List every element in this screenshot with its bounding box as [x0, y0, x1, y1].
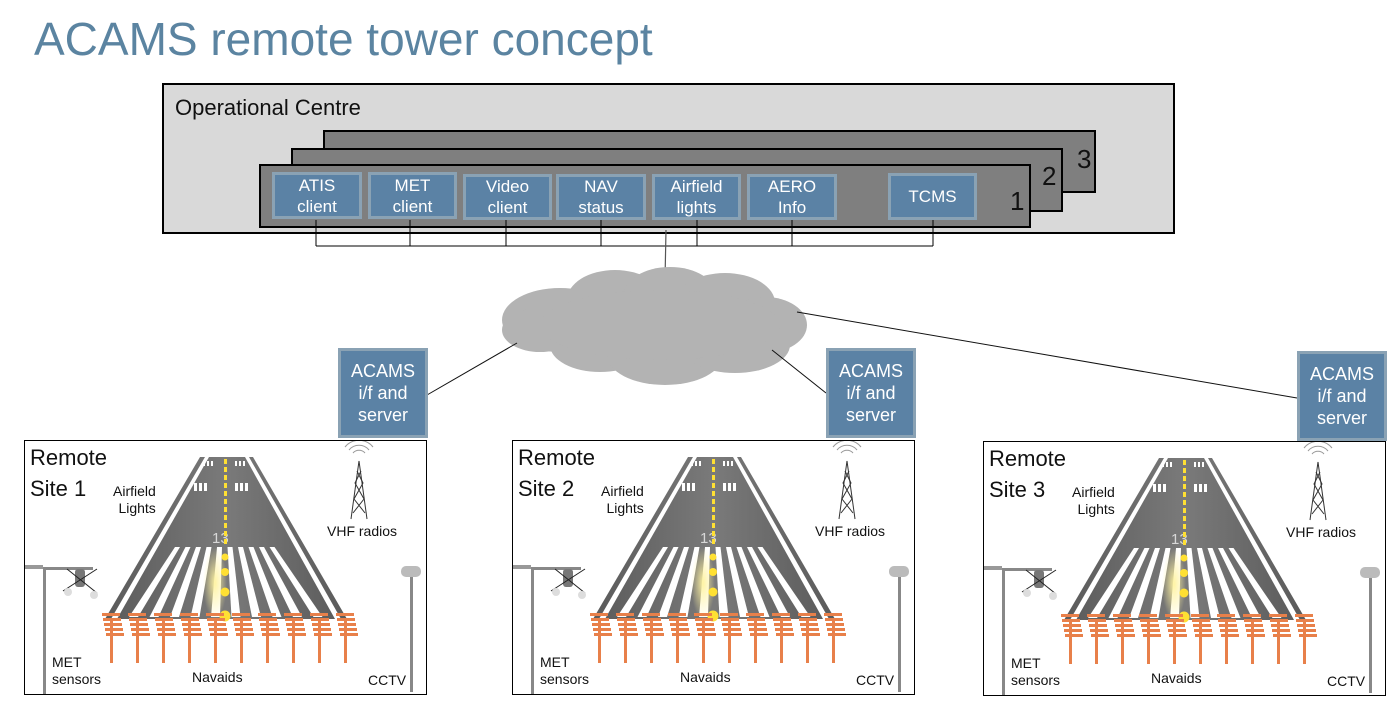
cloud-to-site1-link [426, 342, 518, 396]
vhf-radio-tower-icon [832, 441, 862, 520]
module-tcms[interactable]: TCMS [888, 173, 977, 220]
vhf-radios-label: VHF radios [815, 523, 886, 539]
page-title: ACAMS remote tower concept [34, 13, 653, 65]
navaid-antennas [1061, 614, 1317, 664]
remote-site-1: 13 [24, 440, 427, 695]
vhf-radios-label: VHF radios [1286, 524, 1357, 540]
layer-2-number: 2 [1042, 161, 1057, 191]
runway: 13 [593, 457, 835, 622]
cctv-camera-icon [889, 566, 909, 692]
remote-site-2: 13 [512, 440, 915, 695]
runway: 13 [105, 457, 347, 622]
cctv-label: CCTV [368, 672, 407, 688]
site-illustration: 13 [25, 441, 421, 694]
met-sensors-icon [984, 566, 1057, 695]
cctv-camera-icon [401, 566, 421, 692]
met-sensors-icon [25, 565, 98, 694]
navaids-label: Navaids [192, 669, 243, 685]
navaid-antennas [590, 613, 846, 663]
module-bus [315, 220, 934, 247]
cctv-label: CCTV [856, 672, 895, 688]
navaid-antennas [102, 613, 358, 663]
met-sensors-icon [513, 565, 586, 694]
vhf-radio-tower-icon [1303, 442, 1333, 521]
remote-site-3: 13 [983, 441, 1386, 696]
cloud-icon [502, 267, 807, 385]
site-illustration: 13 [513, 441, 909, 694]
operational-centre-label: Operational Centre [175, 95, 361, 120]
vhf-radio-tower-icon [344, 441, 374, 520]
cctv-label: CCTV [1327, 673, 1366, 689]
site-illustration: 13 [984, 442, 1380, 695]
cloud-to-site3-link [796, 311, 1298, 399]
vhf-radios-label: VHF radios [327, 523, 398, 539]
runway: 13 [1064, 458, 1306, 623]
layer-3-number: 3 [1077, 144, 1092, 174]
cloud-to-site2-link [771, 349, 827, 394]
navaids-label: Navaids [680, 669, 731, 685]
layer-1-number: 1 [1010, 186, 1025, 216]
cctv-camera-icon [1360, 567, 1380, 693]
navaids-label: Navaids [1151, 670, 1202, 686]
